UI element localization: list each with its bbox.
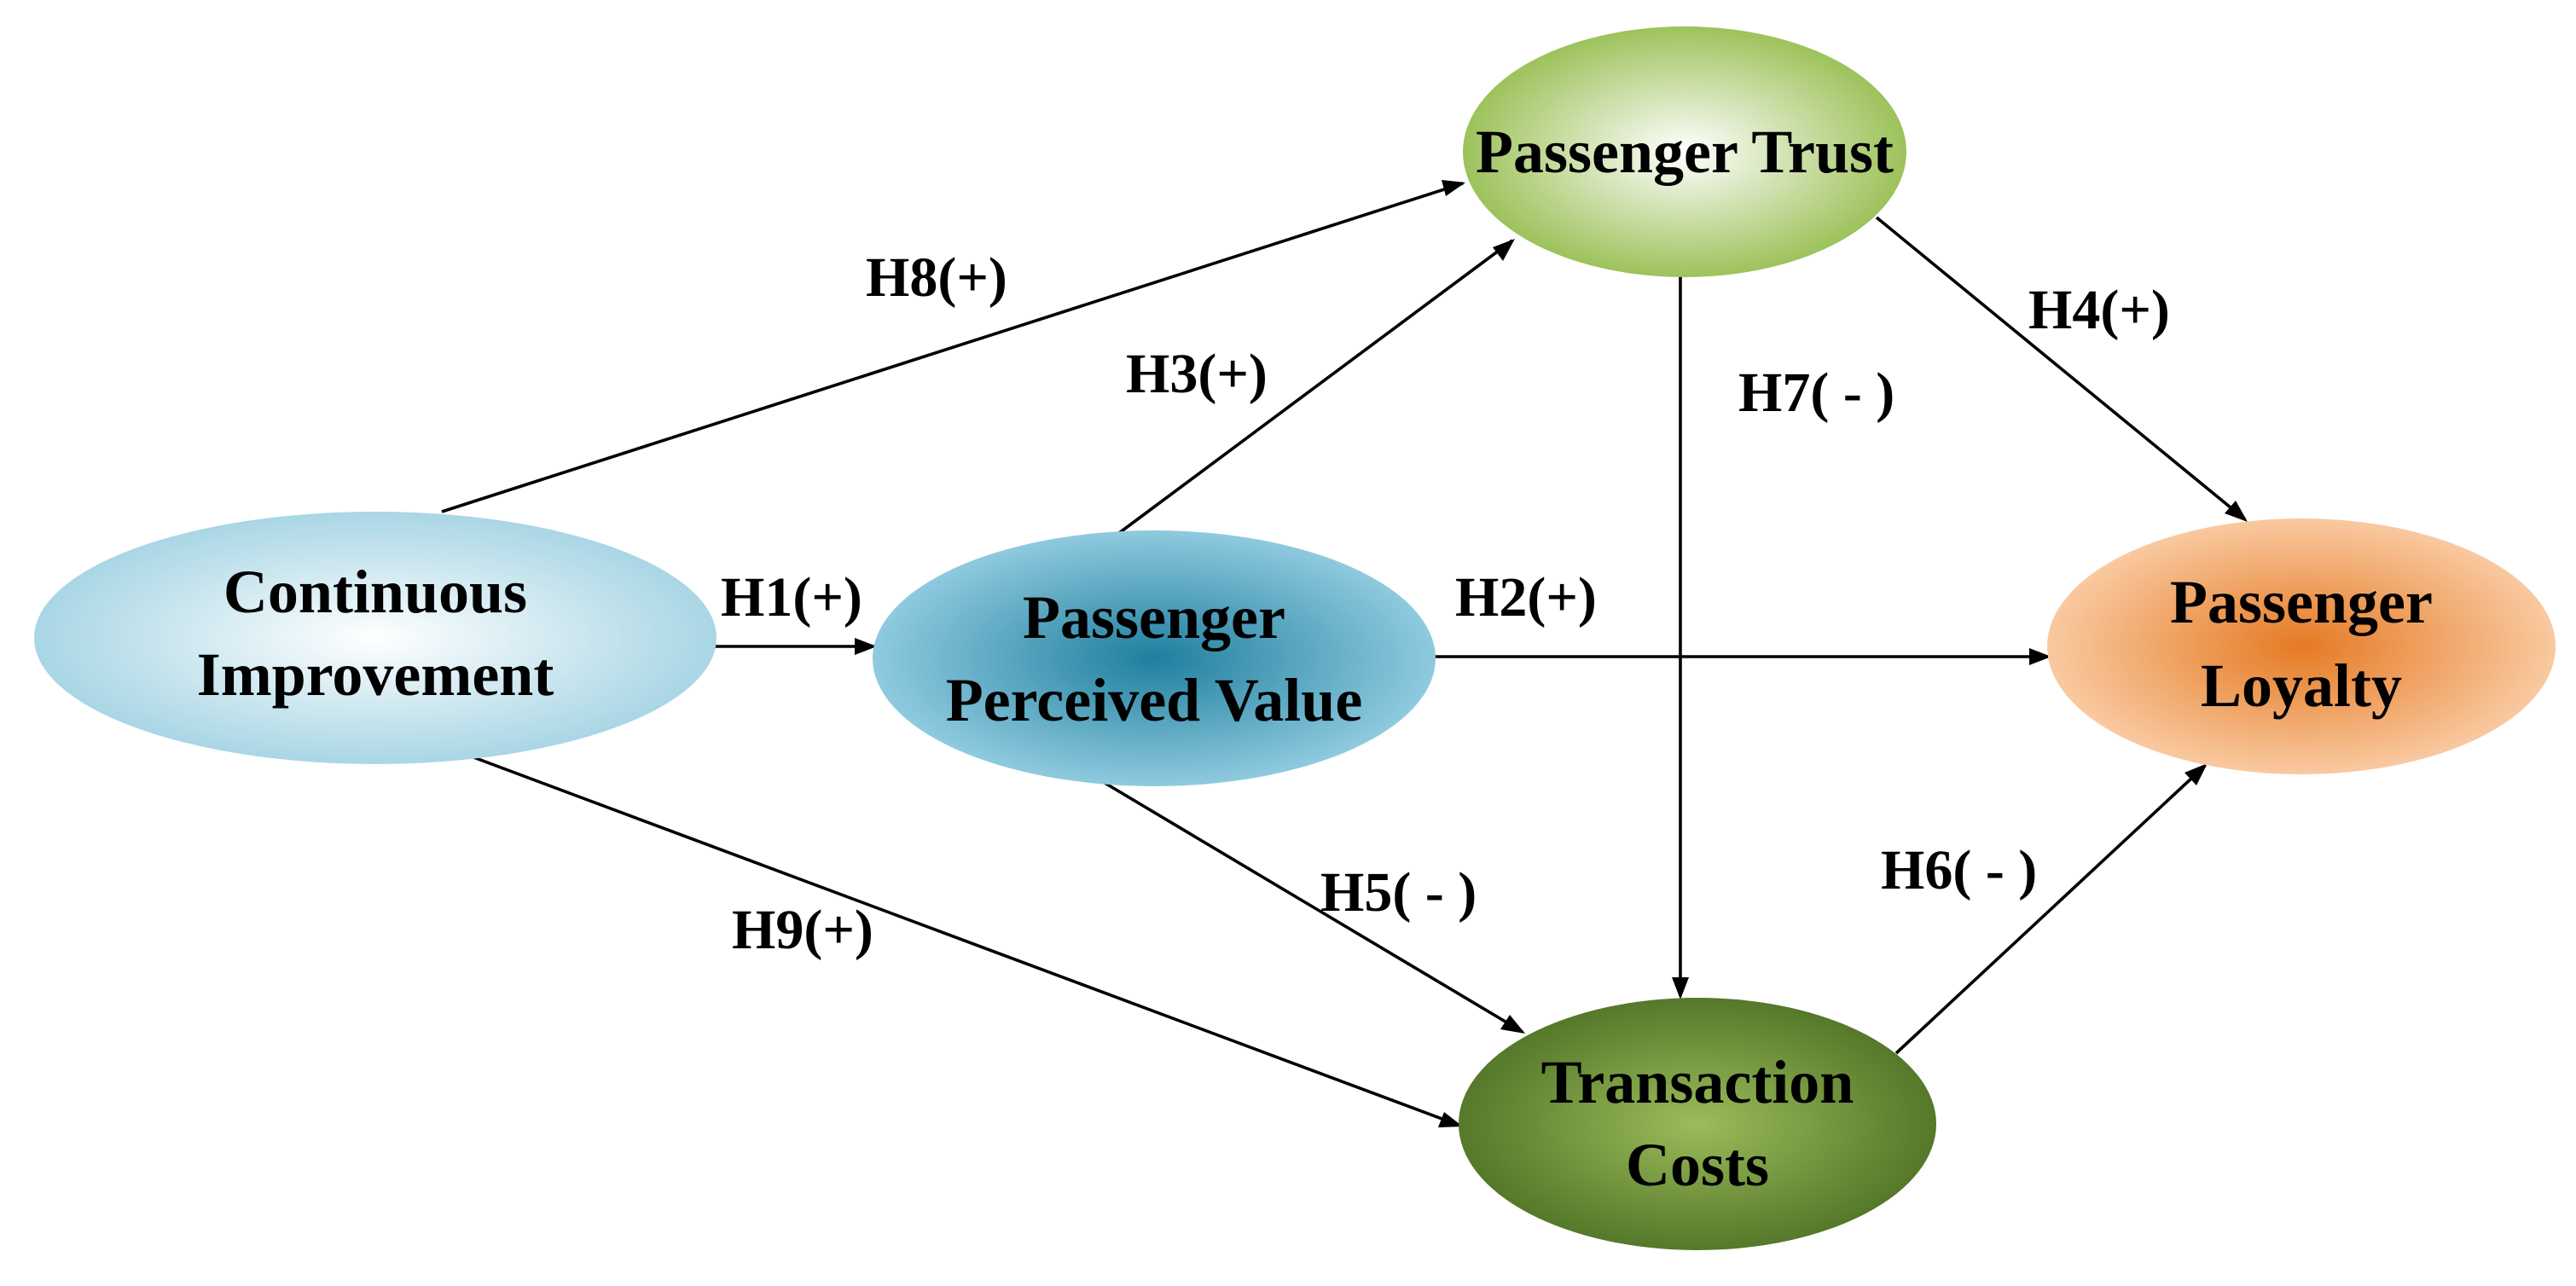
node-transaction-costs-shape	[1459, 998, 1936, 1250]
node-passenger-loyalty-label-line1: Passenger	[2170, 568, 2433, 636]
edge-h6-arrow	[1894, 764, 2207, 1055]
arrowhead-h2	[2029, 648, 2051, 665]
node-passenger-perceived-value-shape	[873, 530, 1436, 786]
node-continuous-improvement-label-line1: Continuous	[223, 558, 527, 626]
node-passenger-perceived-value-label-line2: Perceived Value	[946, 666, 1363, 734]
edge-label-h6: H6( - )	[1881, 839, 2037, 901]
arrowhead-h6	[2184, 763, 2208, 785]
edge-label-h4: H4(+)	[2028, 279, 2170, 341]
edge-label-h5: H5( - )	[1320, 861, 1477, 924]
arrowhead-h7	[1672, 977, 1689, 999]
edge-label-h3: H3(+)	[1126, 343, 1268, 405]
arrowhead-h8	[1442, 180, 1465, 196]
node-passenger-trust-label: Passenger Trust	[1476, 118, 1894, 186]
node-passenger-trust: Passenger Trust	[1463, 26, 1906, 277]
edge-h4-arrow	[1875, 216, 2247, 521]
node-passenger-loyalty: Passenger Loyalty	[2047, 518, 2556, 774]
arrowheads-layer	[855, 180, 2248, 1127]
arrowhead-h1	[855, 638, 877, 655]
node-passenger-loyalty-label-line2: Loyalty	[2201, 652, 2402, 720]
arrowhead-h3	[1493, 239, 1515, 261]
node-continuous-improvement-label-line2: Improvement	[197, 640, 554, 709]
edges-layer	[441, 182, 2247, 1127]
node-transaction-costs: Transaction Costs	[1459, 998, 1936, 1250]
arrowhead-h4	[2225, 501, 2248, 522]
arrowhead-h5	[1500, 1015, 1525, 1034]
node-passenger-trust-shape	[1463, 26, 1906, 277]
edge-h9-arrow	[473, 756, 1461, 1127]
arrowhead-h9	[1438, 1112, 1463, 1127]
edge-h5-arrow	[1104, 781, 1523, 1034]
node-continuous-improvement: Continuous Improvement	[34, 512, 717, 764]
edge-label-h1: H1(+)	[721, 566, 862, 629]
edge-label-h7: H7( - )	[1738, 362, 1894, 424]
edge-h3-arrow	[1117, 239, 1514, 535]
node-passenger-perceived-value: Passenger Perceived Value	[873, 530, 1436, 786]
edge-label-h2: H2(+)	[1455, 566, 1597, 629]
node-transaction-costs-label-line1: Transaction	[1541, 1048, 1854, 1116]
edge-labels-layer: H1(+) H2(+) H3(+) H4(+) H5( - ) H6( - ) …	[721, 246, 2170, 961]
edge-label-h9: H9(+)	[732, 899, 873, 961]
node-transaction-costs-label-line2: Costs	[1626, 1131, 1769, 1199]
node-continuous-improvement-shape	[34, 512, 717, 764]
node-passenger-loyalty-shape	[2047, 518, 2556, 774]
node-passenger-perceived-value-label-line1: Passenger	[1023, 583, 1285, 652]
edge-h8-arrow	[441, 182, 1464, 513]
edge-label-h8: H8(+)	[866, 246, 1007, 309]
